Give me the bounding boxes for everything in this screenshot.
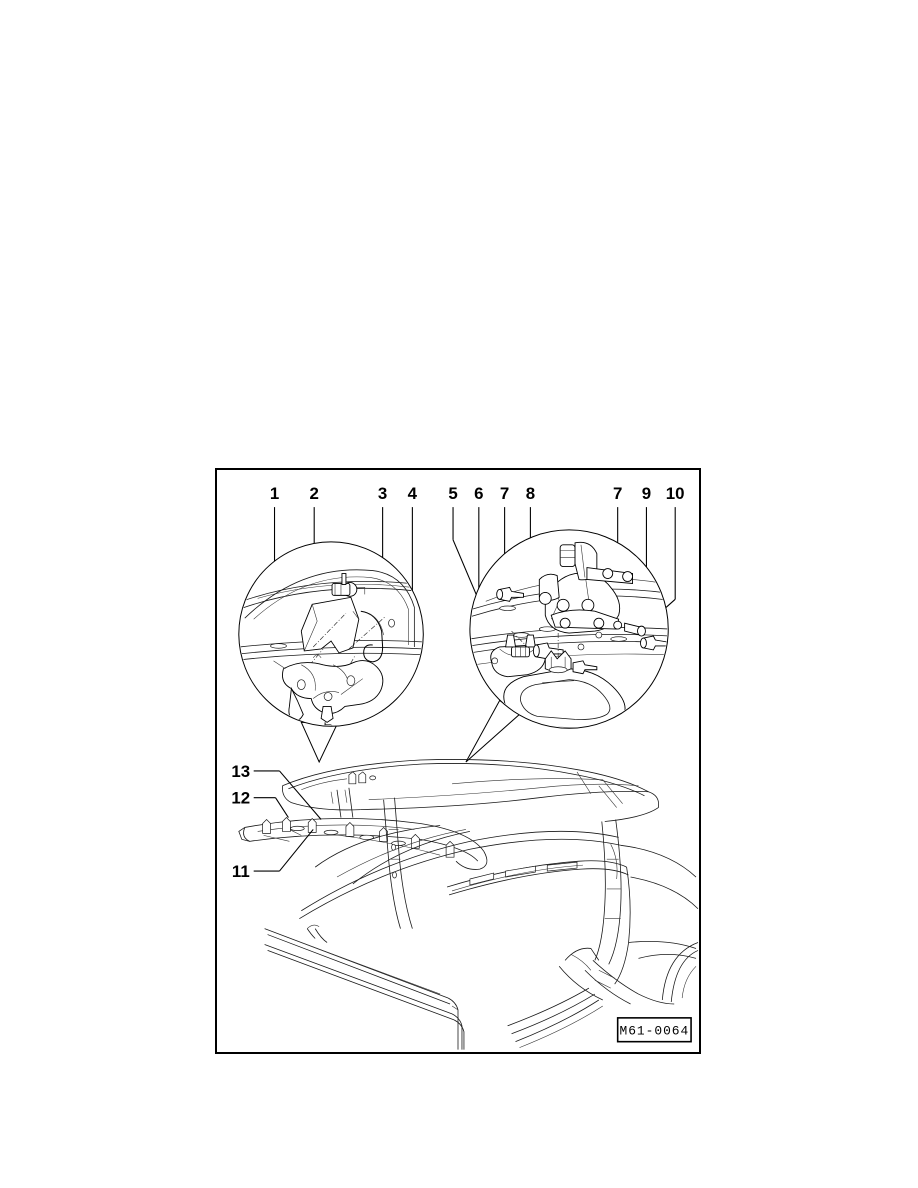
side-callout-leaders	[253, 770, 322, 872]
technical-illustration-svg: 1 2 3 4 5 6 7 8 7 9 10 13 12 11 M61-0064	[231, 484, 699, 1050]
callout-number-labels: 1 2 3 4 5 6 7 8 7 9 10 13 12 11	[231, 484, 684, 881]
detail-circle-left	[238, 541, 424, 764]
callout-label-5: 5	[448, 484, 457, 503]
figure-code-box: M61-0064	[616, 1017, 692, 1043]
callout-label-3: 3	[378, 484, 387, 503]
callout-label-13: 13	[231, 762, 250, 781]
callout-label-6: 6	[474, 484, 483, 503]
callout-label-4: 4	[408, 484, 418, 503]
callout-label-2: 2	[309, 484, 318, 503]
callout-label-8: 8	[526, 484, 535, 503]
callout-label-1: 1	[270, 484, 279, 503]
technical-illustration-frame: 1 2 3 4 5 6 7 8 7 9 10 13 12 11 M61-0064	[215, 468, 701, 1054]
detail-circle-right	[465, 529, 669, 763]
callout-label-7b: 7	[613, 484, 622, 503]
callout-label-11: 11	[232, 862, 250, 881]
roof-assembly-main-view	[238, 759, 699, 1050]
callout-label-10: 10	[666, 484, 685, 503]
figure-code-text: M61-0064	[619, 1024, 689, 1039]
callout-label-7a: 7	[500, 484, 509, 503]
callout-label-9: 9	[642, 484, 651, 503]
callout-label-12: 12	[231, 789, 250, 808]
